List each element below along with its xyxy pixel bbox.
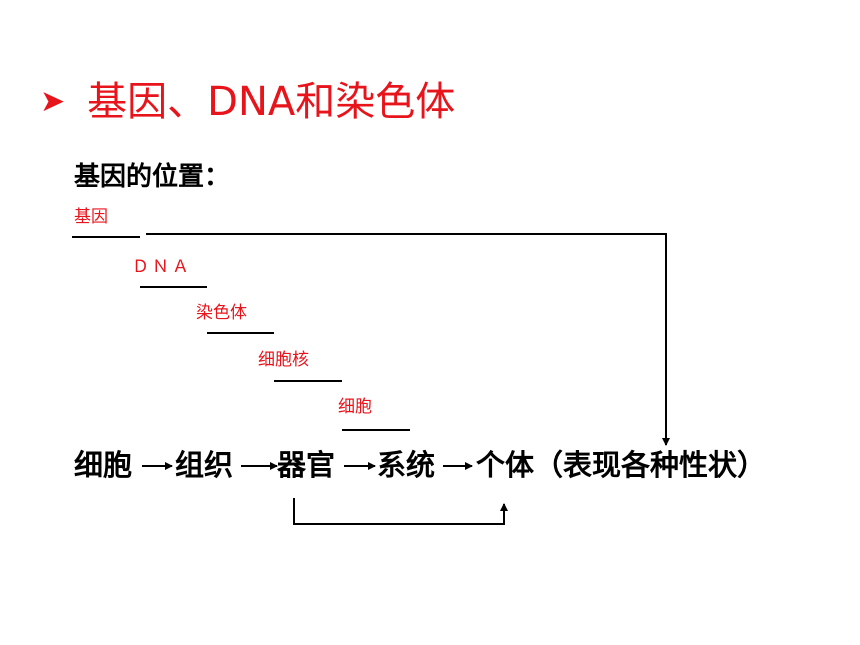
level-underline-cell xyxy=(342,429,410,431)
level-label-chromosome: 染色体 xyxy=(196,303,247,323)
level-underline-nucleus xyxy=(274,380,342,382)
level-label-gene: 基因 xyxy=(74,207,108,227)
slide-title: 基因、DNA和染色体 xyxy=(87,79,456,125)
organ-to-individual-connector xyxy=(293,498,508,525)
gene-to-individual-connector xyxy=(146,233,670,446)
level-label-dna: ＤＮＡ xyxy=(132,257,192,277)
arrowhead-bullet-icon: ➤ xyxy=(40,84,66,119)
level-label-cell: 细胞 xyxy=(338,397,372,417)
level-underline-dna xyxy=(140,286,207,288)
level-label-nucleus: 细胞核 xyxy=(258,350,309,370)
chain-item-individual: 个体（表现各种性状） xyxy=(476,448,767,482)
section-subtitle: 基因的位置： xyxy=(74,162,231,192)
chain-item-organ: 器官 xyxy=(277,448,336,482)
chain-item-cell: 细胞 xyxy=(74,448,133,482)
chain-item-system: 系统 xyxy=(377,448,436,482)
chain-item-tissue: 组织 xyxy=(175,448,234,482)
level-underline-gene xyxy=(72,236,140,238)
title-row: ➤ 基因、DNA和染色体 xyxy=(40,72,455,132)
level-underline-chromosome xyxy=(207,332,274,334)
